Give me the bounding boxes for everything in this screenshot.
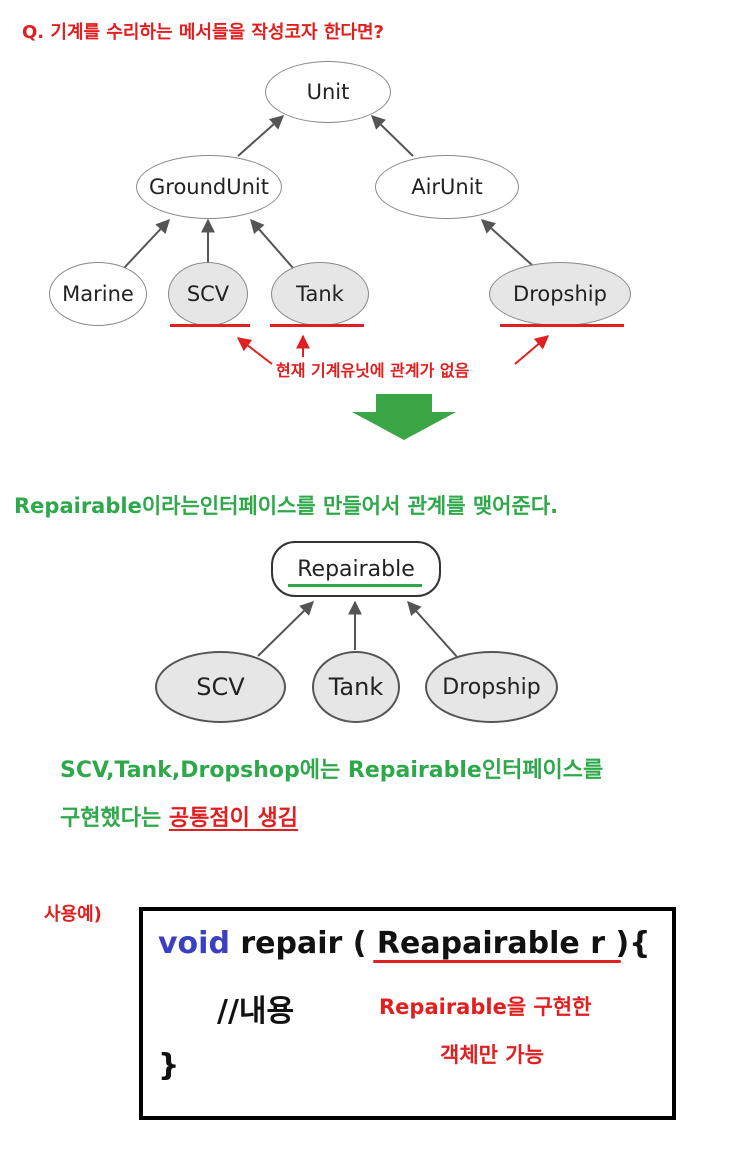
- node-marine: Marine: [49, 262, 147, 326]
- no-relation-note: 현재 기계유닛에 관계가 없음: [276, 361, 470, 380]
- inheritance-lines: [123, 115, 533, 269]
- node-ground-unit: GroundUnit: [136, 155, 282, 219]
- node-scv-impl: SCV: [155, 651, 286, 723]
- underline-scv: [170, 324, 250, 327]
- underline-tank: [270, 324, 364, 327]
- code-param: Reapairable r: [372, 926, 622, 963]
- code-close-brace: }: [158, 1048, 180, 1083]
- node-unit: Unit: [265, 61, 391, 123]
- code-signature-end: ){: [615, 926, 651, 961]
- code-comment: //내용: [217, 994, 295, 1029]
- code-note-line1: Repairable을 구현한: [379, 995, 592, 1019]
- interface-arrows: [257, 600, 459, 659]
- code-param-text: Reapairable r: [376, 926, 616, 961]
- down-arrow-icon: [352, 394, 456, 440]
- code-param-underline: [372, 960, 622, 963]
- node-dropship: Dropship: [489, 262, 631, 326]
- hierarchy-arrows: [123, 115, 550, 440]
- underline-dropship: [500, 324, 624, 327]
- node-scv: SCV: [168, 262, 248, 326]
- code-signature: void repair ( Reapairable r ){: [158, 926, 651, 963]
- common-text-prefix: 구현했다는: [60, 806, 169, 831]
- question-title: Q. 기계를 수리하는 메서들을 작성코자 한다면?: [22, 22, 384, 43]
- solution-text: Repairable이라는인터페이스를 만들어서 관계를 맺어준다.: [14, 494, 559, 518]
- red-pointer-arrows: [236, 334, 550, 365]
- common-text-highlight: 공통점이 생김: [168, 806, 298, 831]
- usage-label: 사용예): [44, 904, 102, 925]
- code-keyword: void: [158, 926, 230, 961]
- node-repairable: Repairable: [271, 541, 441, 597]
- code-method: repair (: [229, 926, 377, 961]
- repairable-label: Repairable: [297, 556, 415, 582]
- repairable-underline: [288, 584, 422, 587]
- code-note-line2: 객체만 가능: [440, 1043, 544, 1067]
- common-text-line1: SCV,Tank,Dropshop에는 Repairable인터페이스를: [60, 758, 604, 783]
- node-tank: Tank: [271, 262, 369, 326]
- common-text-line2: 구현했다는 공통점이 생김: [60, 800, 298, 832]
- code-box: void repair ( Reapairable r ){ //내용 } Re…: [139, 907, 676, 1120]
- node-tank-impl: Tank: [312, 651, 400, 723]
- node-dropship-impl: Dropship: [425, 651, 558, 723]
- node-air-unit: AirUnit: [375, 155, 519, 219]
